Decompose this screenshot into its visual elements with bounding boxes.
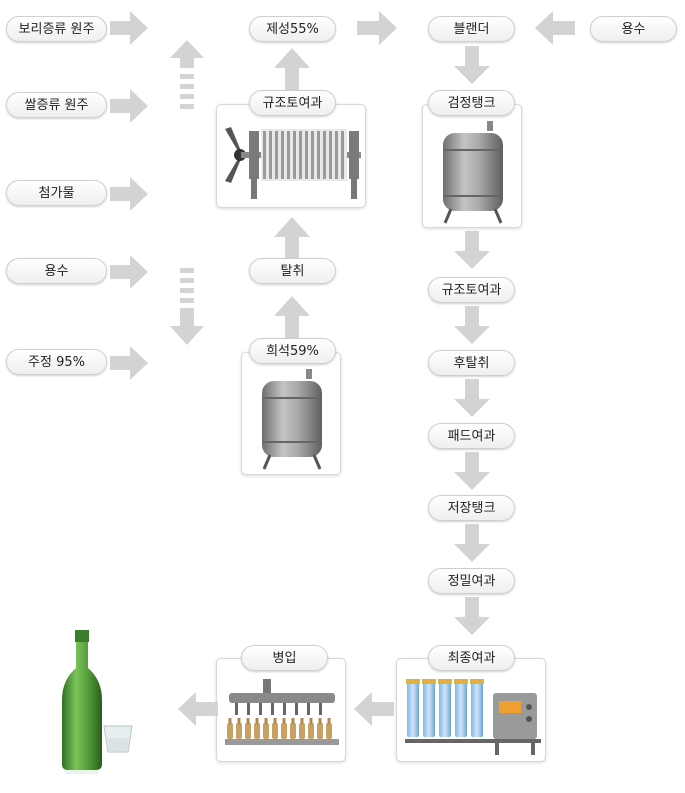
dashed-arrow-down-icon <box>170 268 204 345</box>
step-stripping: 탈취 <box>249 258 336 284</box>
arrow-down-icon <box>454 597 490 635</box>
dashed-arrow-up-icon <box>170 40 204 109</box>
arrow-right-icon <box>357 11 397 45</box>
input-spirit: 주정 95% <box>6 349 107 375</box>
arrow-down-icon <box>454 452 490 490</box>
arrow-down-icon <box>454 46 490 84</box>
filter-press-card <box>216 104 366 208</box>
arrow-right-icon <box>110 177 148 211</box>
dilution-tank-card <box>241 352 341 475</box>
step-product-55: 제성55% <box>249 16 336 42</box>
tank-icon <box>443 121 503 224</box>
arrow-down-icon <box>454 379 490 417</box>
arrow-right-icon <box>110 89 148 123</box>
filter-press-icon <box>225 127 361 199</box>
soju-bottle-icon <box>62 630 133 774</box>
arrow-up-icon <box>274 217 310 259</box>
cartridge-filter-icon <box>405 679 541 755</box>
bottling-machine-icon <box>225 679 339 745</box>
step-blender: 블랜더 <box>428 16 515 42</box>
arrow-down-icon <box>454 524 490 562</box>
step-inspection-tank: 검정탱크 <box>428 90 515 116</box>
step-filter-mid: 규조토여과 <box>428 277 515 303</box>
arrow-down-icon <box>454 231 490 269</box>
step-dilution: 희석59% <box>249 338 336 364</box>
step-bottling: 병입 <box>241 645 328 671</box>
arrow-right-icon <box>110 11 148 45</box>
arrow-up-icon <box>274 48 310 90</box>
arrow-left-icon <box>178 692 218 726</box>
arrow-down-icon <box>454 306 490 344</box>
input-additive: 첨가물 <box>6 180 107 206</box>
step-post-stripping: 후탈취 <box>428 350 515 376</box>
input-rice: 쌀증류 원주 <box>6 92 107 118</box>
final-filter-card <box>396 658 546 762</box>
arrow-up-icon <box>274 296 310 338</box>
step-storage-tank: 저장탱크 <box>428 495 515 521</box>
input-barley: 보리증류 원주 <box>6 16 107 42</box>
arrow-right-icon <box>110 346 148 380</box>
inspection-tank-card <box>422 104 522 228</box>
tank-icon <box>262 369 322 470</box>
step-final-filter: 최종여과 <box>428 645 515 671</box>
step-pad-filter: 패드여과 <box>428 423 515 449</box>
step-precision-filter: 정밀여과 <box>428 568 515 594</box>
input-water-right: 용수 <box>590 16 677 42</box>
step-filter-top: 규조토여과 <box>249 90 336 116</box>
arrow-right-icon <box>110 255 148 289</box>
arrow-left-icon <box>354 692 394 726</box>
input-water: 용수 <box>6 258 107 284</box>
arrow-left-icon <box>535 11 575 45</box>
bottling-card <box>216 658 346 762</box>
